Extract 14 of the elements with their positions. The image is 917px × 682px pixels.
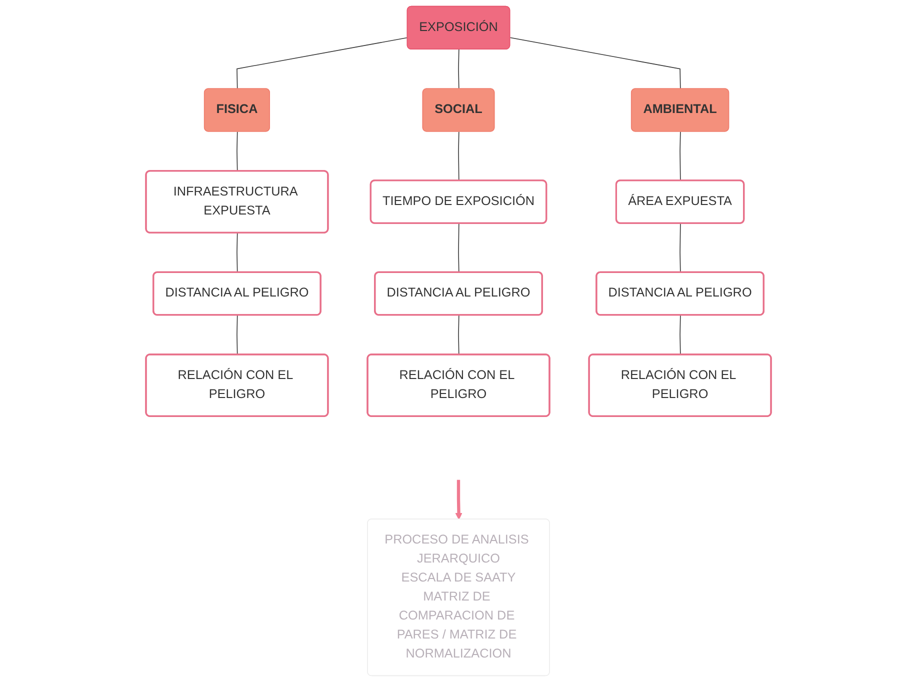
connector (458, 49, 460, 90)
connector (236, 232, 238, 273)
connector (680, 223, 681, 273)
connector (458, 131, 460, 182)
connector (236, 314, 238, 356)
connector (680, 131, 681, 182)
connector (680, 314, 681, 356)
arrow (455, 479, 462, 520)
connector (236, 131, 238, 172)
node-text: PROCESO DE ANALISIS JERARQUICO ESCALA DE SAATY MATRIZ DE COMPARACION DE PARES / MATRIZ DE NORMALIZACION (384, 533, 529, 661)
connector (458, 314, 460, 356)
connector (236, 37, 408, 90)
connector (510, 37, 681, 90)
connector (458, 223, 460, 273)
